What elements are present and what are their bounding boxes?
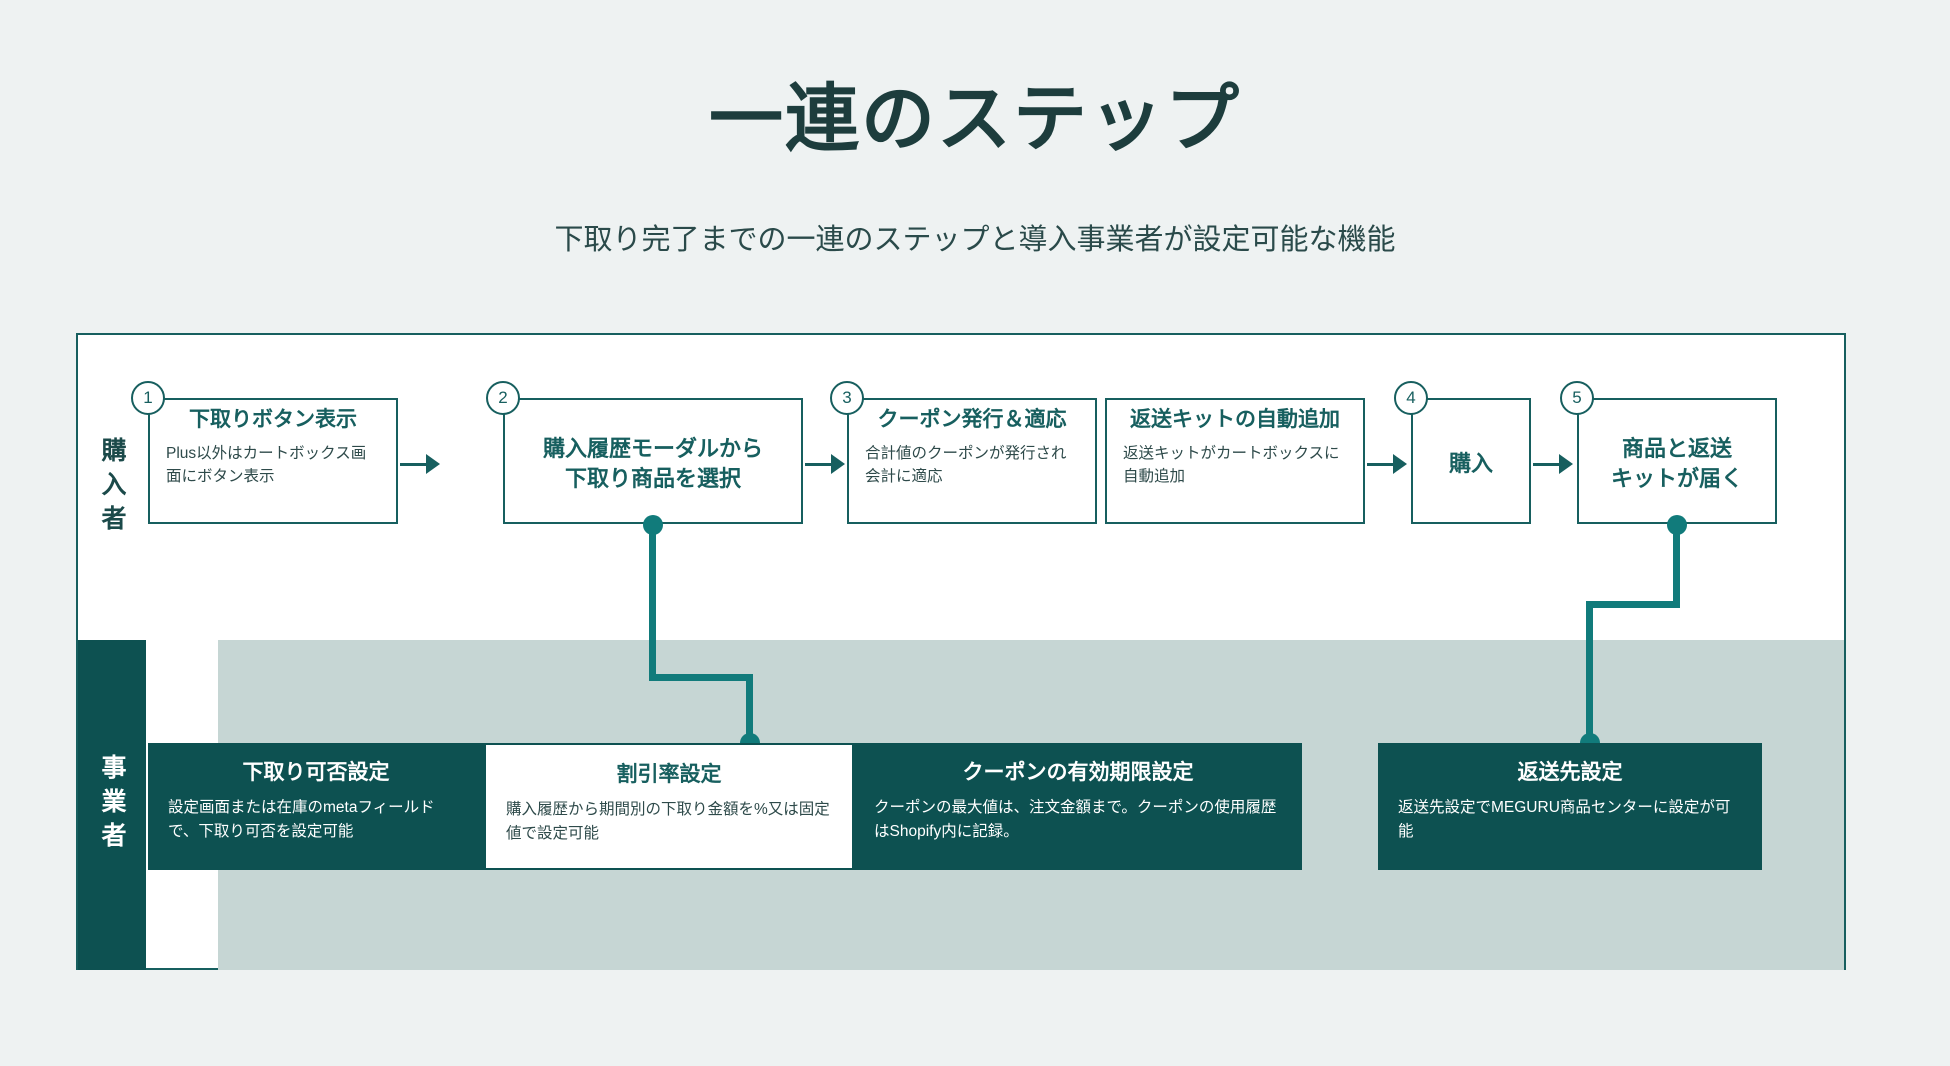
diagram-frame: 購入者 事業者 下取りボタン表示 Plus以外はカートボックス画面にボタン表示 … (76, 333, 1846, 970)
feature-title-1: 下取り可否設定 (242, 761, 390, 784)
connector-v-step2-a (649, 525, 656, 681)
feature-title-3: クーポンの有効期限設定 (962, 761, 1194, 784)
lane-column: 購入者 事業者 (78, 335, 146, 970)
step-box-1[interactable]: 下取りボタン表示 Plus以外はカートボックス画面にボタン表示 (148, 398, 398, 524)
feature-box-2[interactable]: 割引率設定 購入履歴から期間別の下取り金額を%又は固定値で設定可能 (484, 743, 854, 870)
arrow-2-to-3 (805, 454, 845, 474)
step-desc-1: Plus以外はカートボックス画面にボタン表示 (166, 445, 367, 485)
step-title-5: 商品と返送 キットが届く (1610, 436, 1743, 491)
step-box-5[interactable]: 商品と返送 キットが届く (1577, 398, 1777, 524)
step-number-1: 1 (131, 381, 165, 415)
connector-v-step5-a (1673, 525, 1680, 608)
step-number-5: 5 (1560, 381, 1594, 415)
feature-box-1[interactable]: 下取り可否設定 設定画面または在庫のmetaフィールドで、下取り可否を設定可能 (148, 743, 484, 870)
page-subtitle: 下取り完了までの一連のステップと導入事業者が設定可能な機能 (554, 224, 1396, 256)
feature-box-4[interactable]: 返送先設定 返送先設定でMEGURU商品センターに設定が可能 (1378, 743, 1762, 870)
feature-desc-3: クーポンの最大値は、注文金額まで。クーポンの使用履歴はShopify内に記録。 (874, 799, 1277, 840)
step-title-1: 下取りボタン表示 (189, 408, 357, 431)
step-title-3: クーポン発行＆適応 (877, 408, 1067, 431)
step-box-4[interactable]: 購入 (1411, 398, 1531, 524)
lane-label-buyer: 購入者 (78, 335, 146, 640)
step-title-2: 購入履歴モーダルから 下取り商品を選択 (542, 436, 763, 491)
feature-title-2: 割引率設定 (616, 763, 722, 786)
step-box-return-kit[interactable]: 返送キットの自動追加 返送キットがカートボックスに自動追加 (1105, 398, 1365, 524)
step-box-2[interactable]: 購入履歴モーダルから 下取り商品を選択 (503, 398, 803, 524)
step-number-3: 3 (830, 381, 864, 415)
feature-desc-4: 返送先設定でMEGURU商品センターに設定が可能 (1398, 799, 1731, 840)
lane-label-merchant: 事業者 (78, 640, 146, 970)
step-desc-return-kit: 返送キットがカートボックスに自動追加 (1123, 445, 1340, 485)
feature-title-4: 返送先設定 (1517, 761, 1623, 784)
step-number-2: 2 (486, 381, 520, 415)
page-title: 一連のステップ (709, 77, 1241, 160)
connector-v-step2-b (746, 674, 753, 743)
step-desc-3: 合計値のクーポンが発行され会計に適応 (865, 445, 1067, 485)
arrow-1-to-2 (400, 454, 440, 474)
connector-v-step5-b (1586, 601, 1593, 743)
connector-h-step2 (649, 674, 753, 681)
step-title-4: 購入 (1448, 451, 1493, 477)
connector-h-step5 (1586, 601, 1680, 608)
step-box-3[interactable]: クーポン発行＆適応 合計値のクーポンが発行され会計に適応 (847, 398, 1097, 524)
feature-box-3[interactable]: クーポンの有効期限設定 クーポンの最大値は、注文金額まで。クーポンの使用履歴はS… (854, 743, 1302, 870)
feature-desc-2: 購入履歴から期間別の下取り金額を%又は固定値で設定可能 (506, 801, 830, 842)
arrow-returnkit-to-4 (1367, 454, 1407, 474)
feature-desc-1: 設定画面または在庫のmetaフィールドで、下取り可否を設定可能 (168, 799, 435, 840)
step-title-return-kit: 返送キットの自動追加 (1130, 408, 1340, 431)
step-number-4: 4 (1394, 381, 1428, 415)
arrow-4-to-5 (1533, 454, 1573, 474)
